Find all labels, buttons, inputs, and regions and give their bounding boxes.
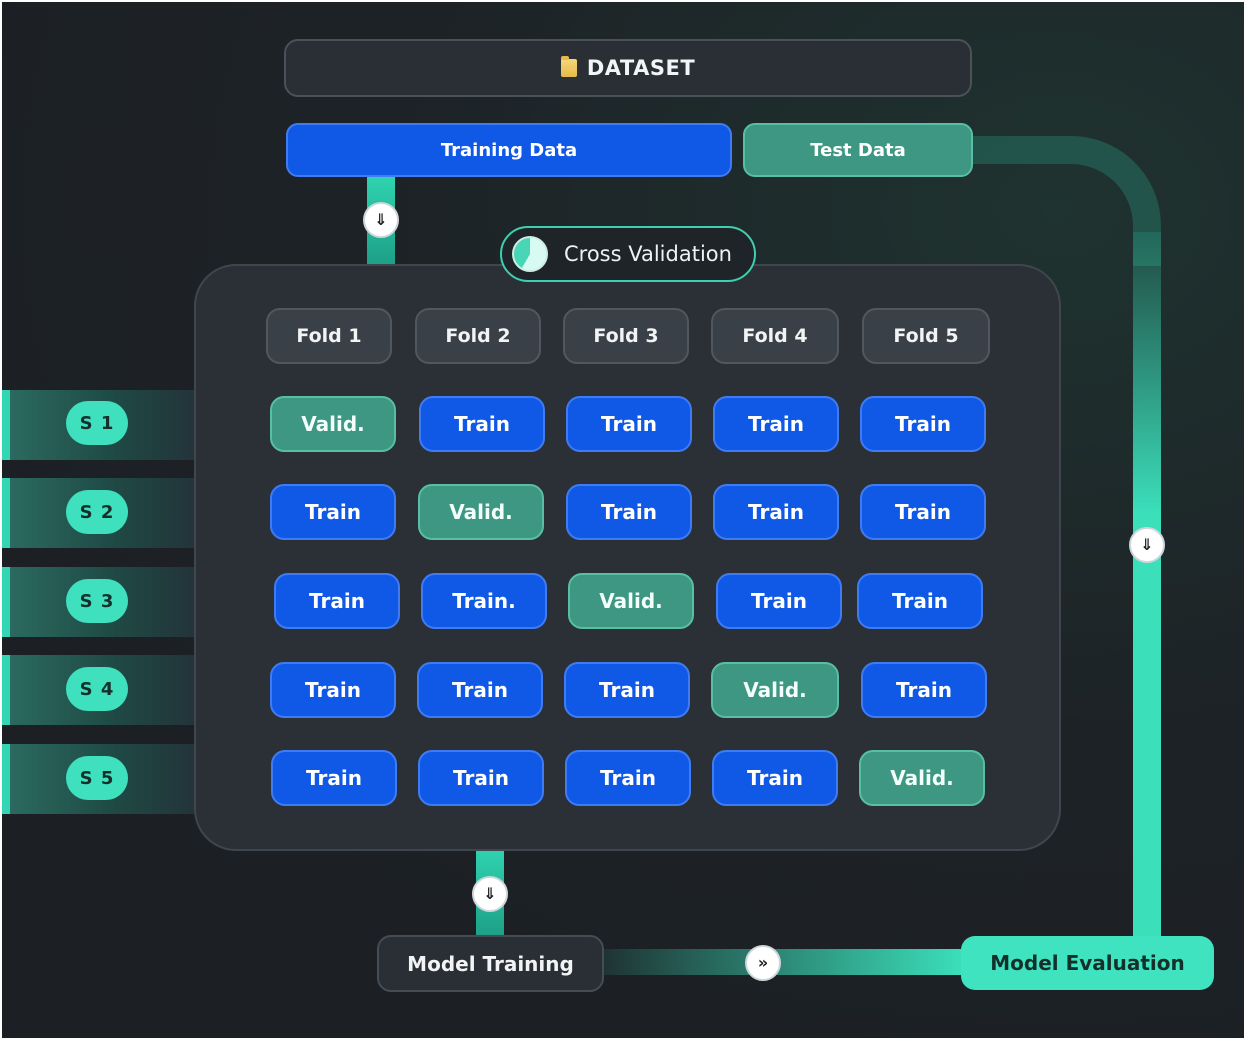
evaluation-connector: [602, 949, 964, 975]
grid-cell-s4-f5: Train: [861, 662, 987, 718]
grid-cell-s1-f3: Train: [566, 396, 692, 452]
grid-cell-s1-f2: Train: [419, 396, 545, 452]
step-badge-3: S 3: [66, 579, 128, 623]
model-evaluation-block: Model Evaluation: [961, 936, 1214, 990]
step-badge-5: S 5: [66, 756, 128, 800]
dataset-label: DATASET: [586, 56, 696, 80]
grid-cell-s5-f3: Train: [565, 750, 691, 806]
grid-cell-s2-f4: Train: [713, 484, 839, 540]
cross-validation-badge: Cross Validation: [500, 226, 756, 282]
grid-cell-s3-f5: Train: [857, 573, 983, 629]
grid-cell-s3-f1: Train: [274, 573, 400, 629]
test-data-block: Test Data: [743, 123, 973, 177]
step-badge-4: S 4: [66, 667, 128, 711]
pie-chart-icon: [512, 236, 548, 272]
model-training-block: Model Training: [377, 935, 604, 992]
step-badge-2: S 2: [66, 490, 128, 534]
grid-cell-s5-f5: Valid.: [859, 750, 985, 806]
grid-cell-s3-f3: Valid.: [568, 573, 694, 629]
fold-header-3: Fold 3: [563, 308, 689, 364]
test-data-connector: [1133, 232, 1161, 937]
step-badge-1: S 1: [66, 401, 128, 445]
grid-cell-s4-f3: Train: [564, 662, 690, 718]
double-chevron-right-icon: »: [745, 945, 781, 981]
grid-cell-s5-f1: Train: [271, 750, 397, 806]
cross-validation-label: Cross Validation: [564, 242, 732, 266]
grid-cell-s1-f1: Valid.: [270, 396, 396, 452]
folder-icon: [560, 56, 577, 77]
grid-cell-s3-f2: Train.: [421, 573, 547, 629]
grid-cell-s2-f5: Train: [860, 484, 986, 540]
grid-cell-s3-f4: Train: [716, 573, 842, 629]
model-evaluation-label: Model Evaluation: [990, 951, 1185, 975]
model-training-label: Model Training: [407, 951, 574, 976]
grid-cell-s1-f5: Train: [860, 396, 986, 452]
grid-cell-s2-f2: Valid.: [418, 484, 544, 540]
double-chevron-down-icon: ⇓: [472, 876, 508, 912]
fold-header-1: Fold 1: [266, 308, 392, 364]
grid-cell-s2-f3: Train: [566, 484, 692, 540]
double-chevron-down-icon: ⇓: [1129, 527, 1165, 563]
training-data-label: Training Data: [440, 139, 578, 161]
training-data-block: Training Data: [286, 123, 732, 177]
fold-header-5: Fold 5: [862, 308, 990, 364]
grid-cell-s2-f1: Train: [270, 484, 396, 540]
grid-cell-s1-f4: Train: [713, 396, 839, 452]
grid-cell-s4-f2: Train: [417, 662, 543, 718]
grid-cell-s5-f4: Train: [712, 750, 838, 806]
grid-cell-s4-f4: Valid.: [711, 662, 839, 718]
grid-cell-s5-f2: Train: [418, 750, 544, 806]
dataset-bar: DATASET: [284, 39, 972, 97]
double-chevron-down-icon: ⇓: [363, 202, 399, 238]
grid-cell-s4-f1: Train: [270, 662, 396, 718]
fold-header-4: Fold 4: [711, 308, 839, 364]
fold-header-2: Fold 2: [415, 308, 541, 364]
test-data-label: Test Data: [810, 139, 906, 161]
